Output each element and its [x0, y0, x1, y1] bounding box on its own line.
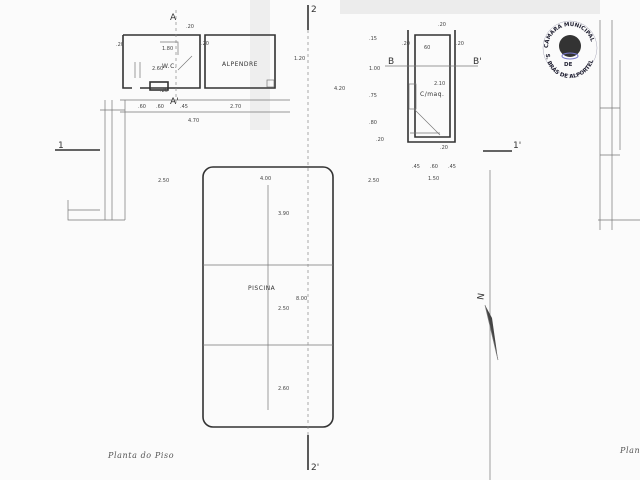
- left-outbuilding: [67, 34, 290, 221]
- right-structure: [598, 20, 640, 230]
- dim-label: .20: [438, 22, 446, 28]
- stamp-text-middle: DE: [564, 62, 573, 68]
- drawing-title-right-cut: Plan: [619, 446, 640, 455]
- room-label-machine-room: C/maq.: [420, 91, 444, 98]
- section-mark-a-prime: A': [170, 97, 179, 107]
- municipal-stamp: CÂMARA MUNICIPAL DE S. BRÁS DE ALPORTEL: [542, 20, 598, 80]
- section-mark-1-prime: 1': [513, 141, 521, 151]
- dim-label: .20: [116, 42, 124, 48]
- north-arrow-icon: [484, 304, 499, 361]
- drawing-title: Planta do Piso: [107, 451, 174, 460]
- dim-label: 2.60: [278, 386, 289, 392]
- room-label-alpendre: ALPENDRE: [222, 61, 258, 68]
- dim-label: 3.90: [278, 211, 289, 217]
- dim-label: .20: [160, 88, 168, 94]
- pool-outline: [202, 166, 334, 428]
- dim-label: .20: [186, 24, 194, 30]
- section-mark-1: 1: [58, 141, 64, 151]
- dim-label: 2.60: [152, 66, 163, 72]
- dim-label: 4.20: [334, 86, 345, 92]
- dim-label: 2.50: [158, 178, 169, 184]
- dim-label: 1.20: [294, 56, 305, 62]
- section-mark-2: 2: [311, 5, 317, 15]
- dim-label: 2.10: [434, 81, 445, 87]
- dim-label: 1.00: [369, 66, 380, 72]
- dim-label: 4.00: [260, 176, 271, 182]
- dim-label: 2.70: [230, 104, 241, 110]
- section-mark-2-prime: 2': [311, 463, 319, 473]
- dim-label: 1.80: [162, 46, 173, 52]
- section-mark-a: A: [170, 13, 177, 23]
- dim-label: .45: [412, 164, 420, 170]
- dim-label: 60: [424, 45, 430, 51]
- dim-label: .20: [201, 41, 209, 47]
- dim-label: .20: [402, 41, 410, 47]
- north-label: N: [476, 292, 487, 300]
- dim-label: .45: [448, 164, 456, 170]
- dim-label: 2.50: [278, 306, 289, 312]
- dim-label: .45: [180, 104, 188, 110]
- dim-label: .15: [369, 36, 377, 42]
- dim-label: .75: [369, 93, 377, 99]
- dim-label: 4.70: [188, 118, 199, 124]
- dim-label: .20: [456, 41, 464, 47]
- dim-label: .20: [440, 145, 448, 151]
- dim-label: .60: [430, 164, 438, 170]
- dim-label: .80: [369, 120, 377, 126]
- dim-label: .20: [376, 137, 384, 143]
- machine-room: [407, 30, 456, 143]
- dim-label: .60: [138, 104, 146, 110]
- scan-shadow: [340, 0, 600, 14]
- scan-shadow: [250, 0, 270, 130]
- dim-label: 2.50: [368, 178, 379, 184]
- dim-label: 8.00: [296, 296, 307, 302]
- dim-label: 1.50: [428, 176, 439, 182]
- room-label-pool: PISCINA: [248, 285, 276, 292]
- section-mark-b: B: [388, 57, 394, 67]
- dim-label: .60: [156, 104, 164, 110]
- room-label-wc: W.C.: [162, 63, 177, 70]
- section-mark-b-prime: B': [473, 57, 482, 67]
